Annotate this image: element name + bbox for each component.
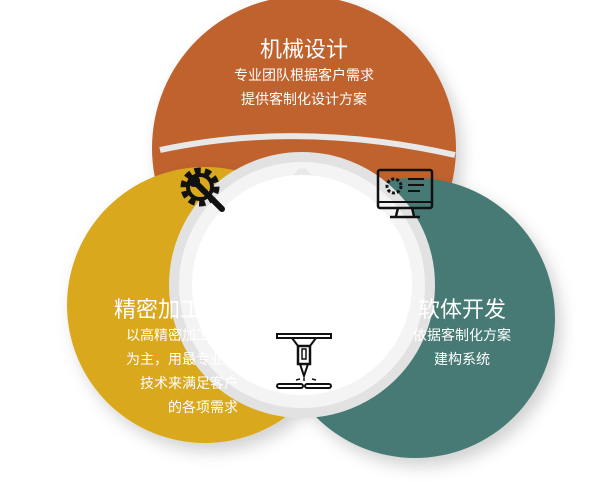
software-line: 建构系统 (434, 352, 490, 368)
precision-title: 精密加工 (113, 298, 202, 323)
gear-wrench-icon (180, 167, 225, 212)
software-title: 软体开发 (417, 298, 506, 323)
precision-line: 以高精密加工机台 (126, 328, 238, 344)
precision-line: 为主，用最专业的 (126, 352, 238, 368)
precision-line: 的各项需求 (168, 400, 238, 416)
mechanical-line: 提供客制化设计方案 (241, 92, 367, 108)
laser-cutter-icon (276, 333, 332, 389)
precision-line: 技术来满足客户 (140, 376, 238, 392)
mechanical-section: 机械设计 专业团队根据客户需求 提供客制化设计方案 (204, 32, 404, 112)
computer-settings-icon (376, 168, 434, 219)
precision-section: 精密加工 以高精密加工机台 为主，用最专业的 技术来满足客户 的各项需求 (78, 292, 238, 420)
software-section: 软体开发 依据客制化方案 建构系统 (392, 292, 532, 372)
mechanical-title: 机械设计 (259, 38, 348, 63)
mechanical-line: 专业团队根据客户需求 (234, 68, 374, 84)
software-line: 依据客制化方案 (413, 328, 511, 344)
